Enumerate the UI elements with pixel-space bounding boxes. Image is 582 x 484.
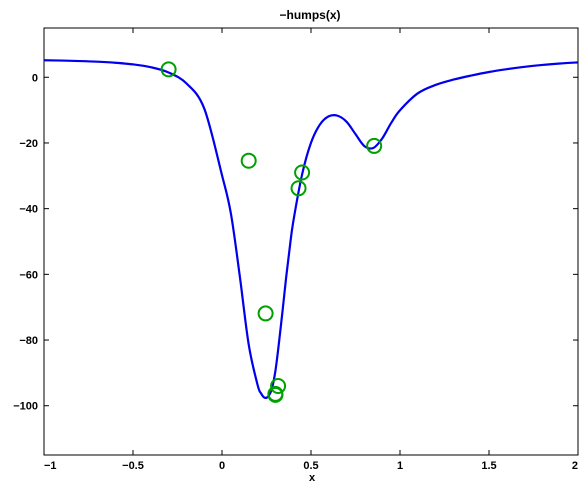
data-marker (160, 61, 177, 78)
data-marker (257, 305, 274, 322)
chart-title: −humps(x) (279, 8, 340, 22)
y-tick-label: −100 (13, 401, 38, 413)
x-tick-label: −0.5 (122, 460, 144, 472)
marker-group (160, 61, 383, 403)
axes-box (43, 27, 579, 456)
y-axis: 0 −20 −40 −60 −80 −100 (13, 72, 578, 413)
x-tick-label: 0.5 (303, 460, 318, 472)
data-marker (240, 152, 257, 169)
data-marker (294, 164, 311, 181)
data-marker (366, 137, 383, 154)
x-tick-label: 1.5 (481, 460, 496, 472)
y-tick-label: −20 (19, 138, 38, 150)
x-tick-label: 1 (397, 460, 403, 472)
x-axis: −1 −0.5 0 0.5 1 1.5 2 (43, 28, 579, 472)
data-marker (290, 180, 307, 197)
data-marker (270, 378, 287, 395)
data-curve (43, 59, 579, 400)
x-tick-label: 2 (572, 460, 578, 472)
y-tick-label: −40 (19, 204, 38, 216)
x-tick-label: −1 (44, 460, 57, 472)
y-tick-label: −80 (19, 335, 38, 347)
plot-area: 0 −20 −40 −60 −80 −100 −1 −0.5 0 0.5 1 1.5 2 (13, 27, 579, 472)
data-marker (267, 385, 284, 402)
y-tick-label: −60 (19, 269, 38, 281)
x-axis-label: x (309, 472, 316, 484)
y-tick-label: 0 (32, 72, 38, 84)
x-tick-label: 0 (219, 460, 225, 472)
